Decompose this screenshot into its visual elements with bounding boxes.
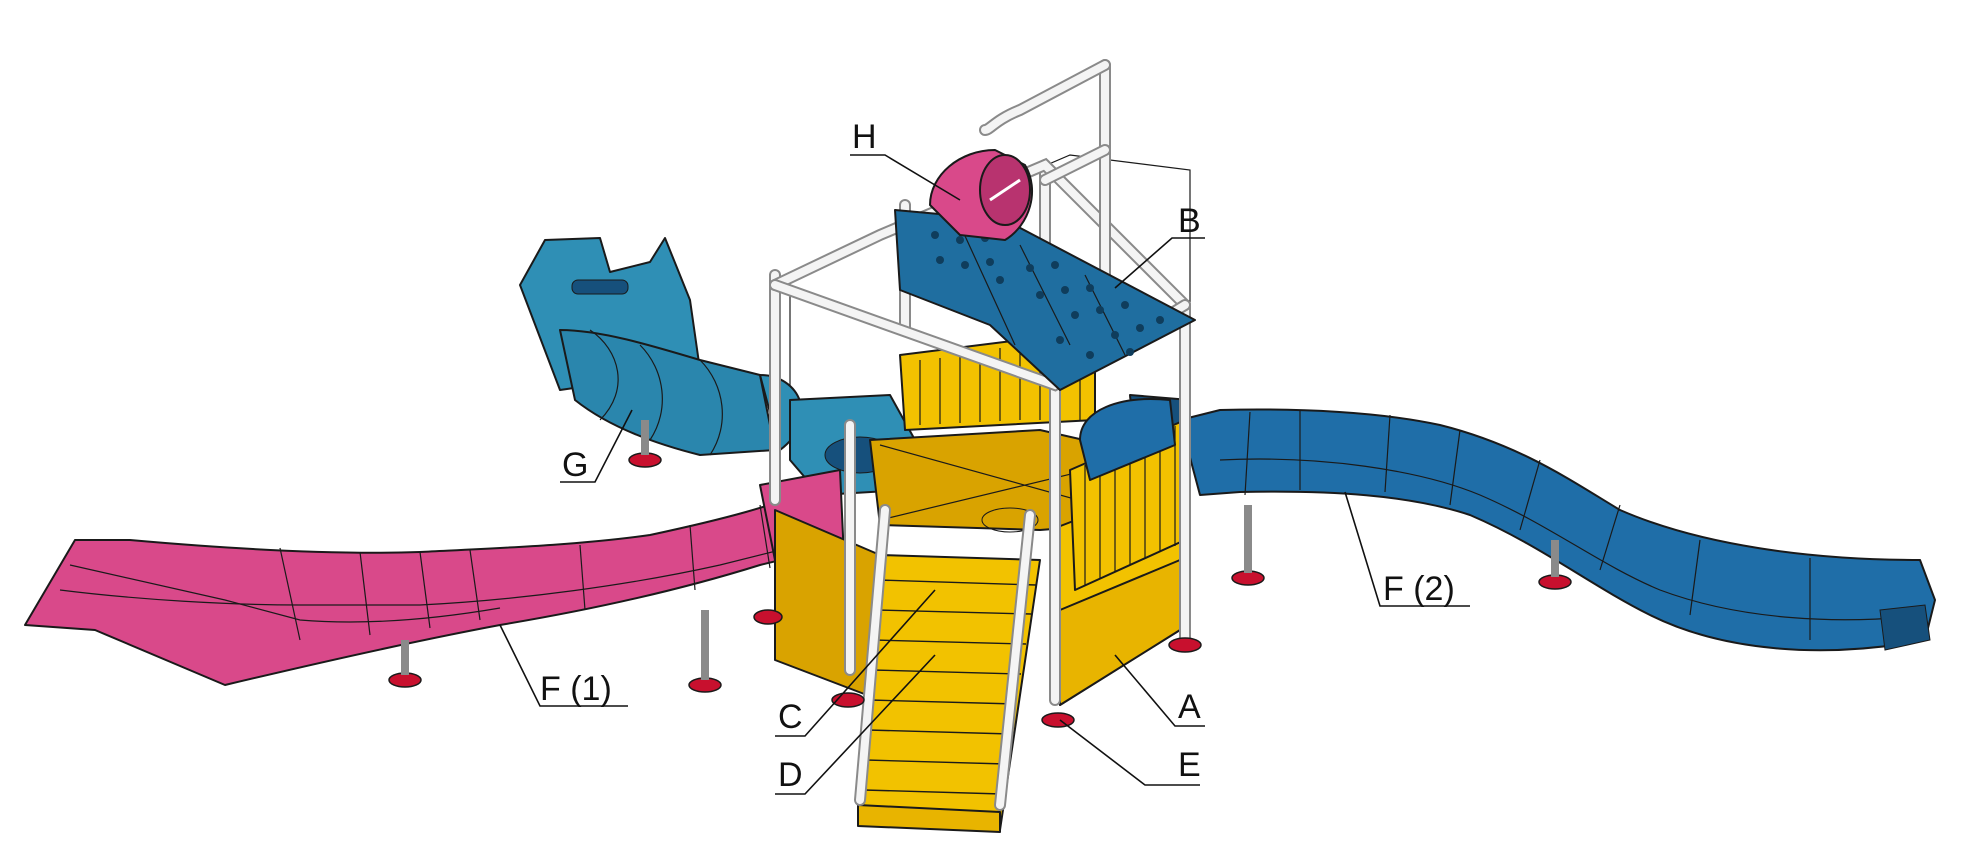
label-c: C [775,589,936,737]
label-g: G [560,409,633,484]
stairs [854,504,1041,833]
label-e: E [1059,719,1201,786]
label-a-text: A [1178,688,1201,726]
tipping-bucket-h [929,149,1034,241]
tower-base-a [774,339,1186,706]
label-e-text: E [1178,746,1201,784]
label-f2-text: F (2) [1383,570,1455,608]
label-b: B [1114,202,1205,289]
label-b-text: B [1178,202,1201,240]
roof-panel-b [894,209,1196,391]
feet [388,420,1572,728]
label-d-text: D [778,756,803,794]
label-d: D [775,654,936,795]
callouts: H B G F (2) F (1) A E C [499,118,1470,795]
label-a: A [1114,654,1205,727]
label-f1-text: F (1) [540,670,612,708]
slide-f1 [24,469,846,686]
label-f2: F (2) [1344,491,1470,608]
label-h: H [850,118,961,201]
label-g-text: G [562,446,588,484]
label-c-text: C [778,698,803,736]
label-h-text: H [852,118,877,156]
label-f1: F (1) [499,624,628,708]
